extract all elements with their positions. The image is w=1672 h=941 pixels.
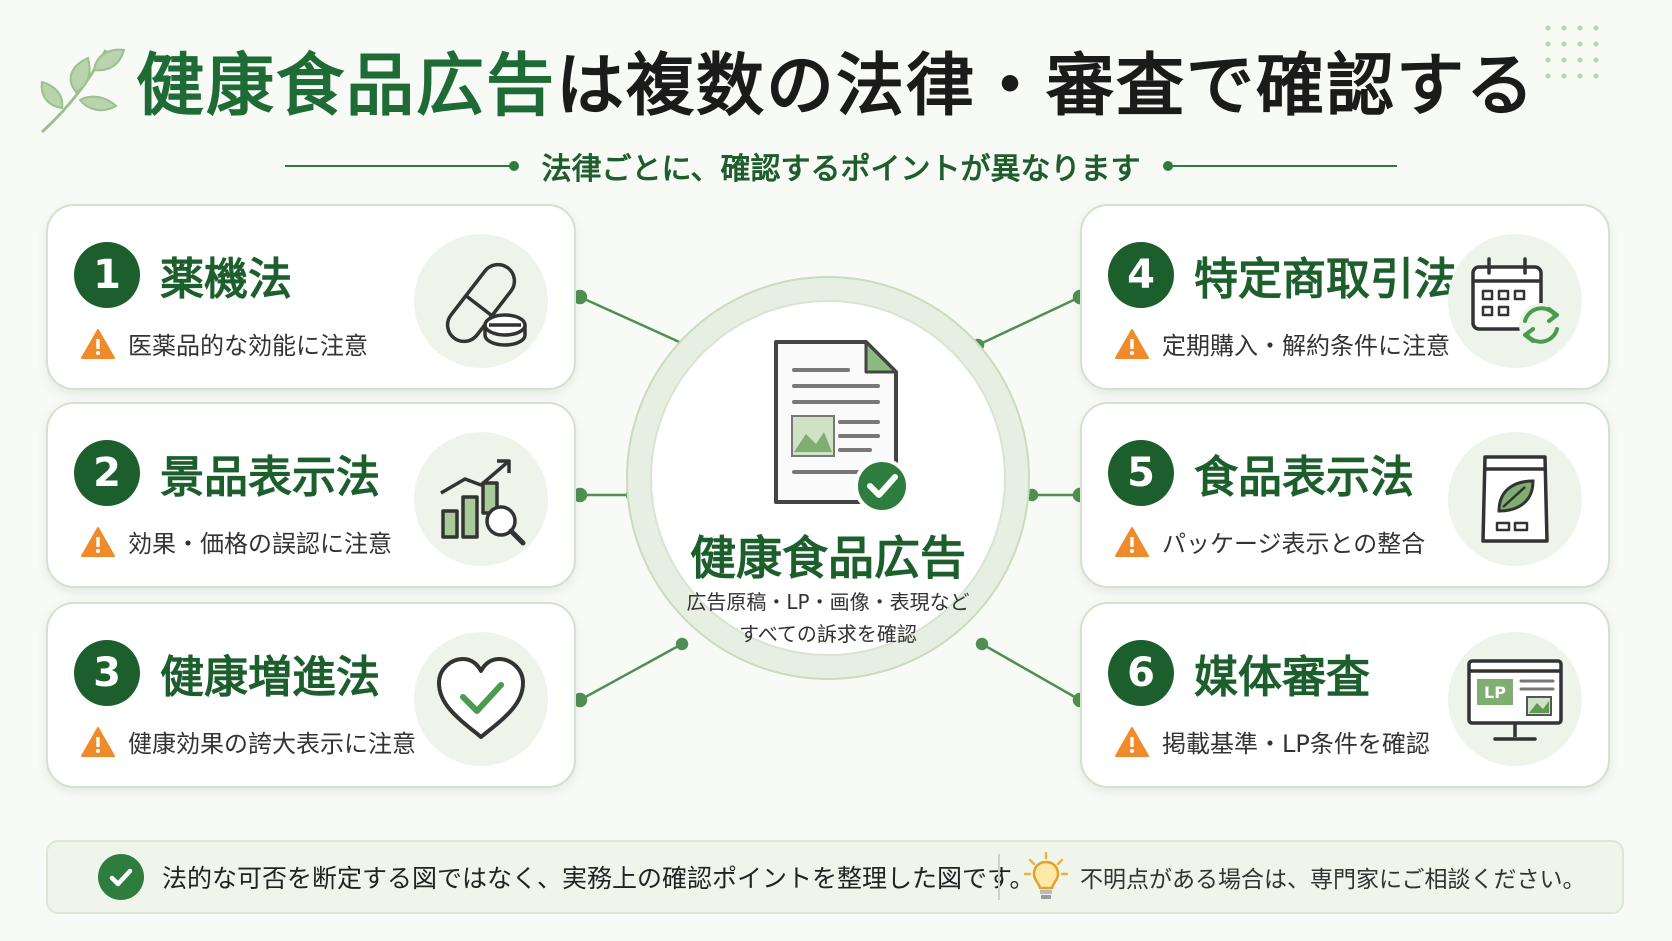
- law-number-badge: 1: [74, 242, 140, 308]
- law-number-badge: 5: [1108, 440, 1174, 506]
- law-caution-text: 定期購入・解約条件に注意: [1162, 332, 1450, 360]
- law-card-4: 4 特定商取引法 定期購入・解約条件に注意: [1080, 204, 1610, 390]
- law-name: 食品表示法: [1194, 452, 1414, 503]
- footer-disclaimer: 法的な可否を断定する図ではなく、実務上の確認ポイントを整理した図です。: [162, 864, 1035, 893]
- monitor-lp-icon: LP: [1467, 659, 1563, 741]
- law-icon-circle: [414, 234, 548, 368]
- law-card-6: 6 媒体審査 掲載基準・LP条件を確認 LP: [1080, 602, 1610, 788]
- law-caution-text: 掲載基準・LP条件を確認: [1162, 730, 1430, 758]
- document-check-icon: [774, 340, 910, 514]
- center-subtext-line2: すべての訴求を確認: [739, 622, 917, 646]
- warning-icon: [1115, 328, 1149, 359]
- law-caution: 効果・価格の誤認に注意: [80, 524, 392, 559]
- monitor-lp-label: LP: [1484, 683, 1506, 702]
- law-card-3: 3 健康増進法 健康効果の誇大表示に注意: [46, 602, 576, 788]
- law-card-2: 2 景品表示法 効果・価格の誤認に注意: [46, 402, 576, 588]
- footer-note-bar: 法的な可否を断定する図ではなく、実務上の確認ポイントを整理した図です。 不明点が…: [46, 840, 1624, 914]
- check-circle-icon: [98, 854, 144, 900]
- law-caution-text: 医薬品的な効能に注意: [128, 332, 368, 360]
- law-name: 薬機法: [160, 254, 292, 305]
- leaf-decoration-icon: [40, 48, 126, 134]
- law-name: 健康増進法: [160, 652, 380, 703]
- law-icon-circle: [414, 632, 548, 766]
- law-icon-circle: LP: [1448, 632, 1582, 766]
- law-icon-circle: [1448, 432, 1582, 566]
- law-caution: 掲載基準・LP条件を確認: [1114, 724, 1430, 759]
- law-caution: 健康効果の誇大表示に注意: [80, 724, 416, 759]
- warning-icon: [1115, 726, 1149, 757]
- warning-icon: [81, 526, 115, 557]
- package-leaf-icon: [1481, 455, 1549, 543]
- page-title-rest: は複数の法律・審査で確認する: [556, 47, 1537, 126]
- law-number-badge: 3: [74, 640, 140, 706]
- law-card-5: 5 食品表示法 パッケージ表示との整合: [1080, 402, 1610, 588]
- subtitle-line-right: [1162, 161, 1398, 171]
- law-icon-circle: [414, 432, 548, 566]
- law-number-badge: 6: [1108, 640, 1174, 706]
- warning-icon: [1115, 526, 1149, 557]
- footer-divider: [998, 854, 1000, 900]
- law-caution: 定期購入・解約条件に注意: [1114, 326, 1450, 361]
- dot-grid-decoration: [1545, 25, 1599, 79]
- lightbulb-icon: [1024, 852, 1068, 899]
- subtitle-row: 法律ごとに、確認するポイントが異なります: [285, 144, 1398, 188]
- calendar-refresh-icon: [1471, 257, 1563, 347]
- law-caution-text: 効果・価格の誤認に注意: [128, 530, 392, 558]
- heart-check-icon: [437, 657, 525, 739]
- warning-icon: [81, 328, 115, 359]
- law-caution: 医薬品的な効能に注意: [80, 326, 368, 361]
- subtitle-line-left: [285, 161, 520, 171]
- law-caution-text: 健康効果の誇大表示に注意: [128, 730, 416, 758]
- page-title-highlight: 健康食品広告: [135, 47, 556, 126]
- capsule-pill-icon: [445, 262, 527, 347]
- law-name: 景品表示法: [160, 452, 380, 503]
- law-number-badge: 4: [1108, 242, 1174, 308]
- law-icon-circle: [1448, 234, 1582, 368]
- bar-chart-magnifier-icon: [440, 459, 526, 546]
- subtitle: 法律ごとに、確認するポイントが異なります: [541, 152, 1141, 187]
- law-caution: パッケージ表示との整合: [1114, 524, 1425, 559]
- page-title: 健康食品広告は複数の法律・審査で確認する: [0, 30, 1672, 129]
- footer-consult-note: 不明点がある場合は、専門家にご相談ください。: [1080, 867, 1586, 893]
- law-caution-text: パッケージ表示との整合: [1162, 530, 1426, 558]
- law-card-1: 1 薬機法 医薬品的な効能に注意: [46, 204, 576, 390]
- law-name: 特定商取引法: [1194, 254, 1458, 305]
- center-subtext-line1: 広告原稿・LP・画像・表現など: [686, 590, 970, 614]
- warning-icon: [81, 726, 115, 757]
- center-title: 健康食品広告: [690, 531, 966, 585]
- law-name: 媒体審査: [1194, 652, 1370, 703]
- law-number-badge: 2: [74, 440, 140, 506]
